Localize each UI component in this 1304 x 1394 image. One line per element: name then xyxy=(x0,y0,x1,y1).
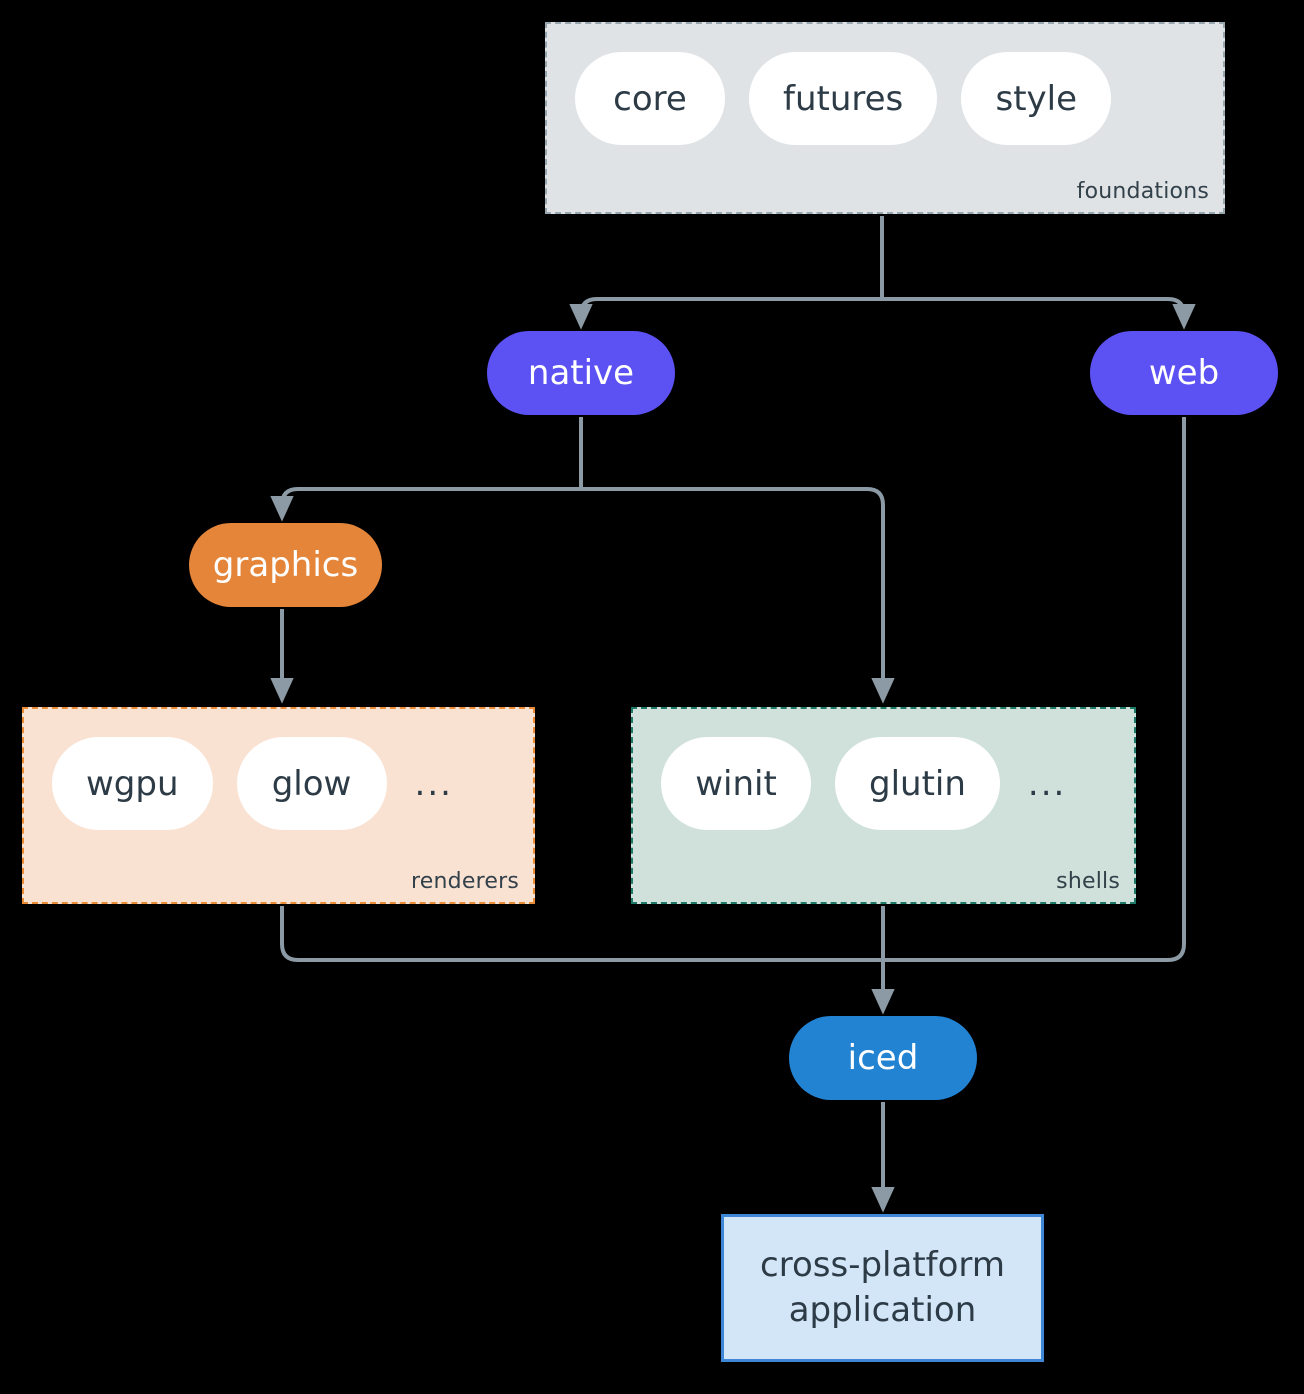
node-graphics[interactable]: graphics xyxy=(189,523,382,607)
group-label-foundations: foundations xyxy=(1076,179,1209,204)
node-native[interactable]: native xyxy=(487,331,675,415)
pill-style[interactable]: style xyxy=(961,52,1112,145)
application-line-1: cross-platform xyxy=(760,1245,1005,1286)
renderers-items: wgpu glow ... xyxy=(24,709,453,830)
group-label-shells: shells xyxy=(1056,869,1120,894)
foundations-items: core futures style xyxy=(547,24,1112,145)
shells-items: winit glutin ... xyxy=(633,709,1066,830)
pill-glow[interactable]: glow xyxy=(236,737,387,830)
pill-winit[interactable]: winit xyxy=(661,737,811,830)
edge-foundations-split xyxy=(569,216,1196,330)
group-label-renderers: renderers xyxy=(411,869,519,894)
group-renderers: wgpu glow ... renderers xyxy=(22,707,535,904)
pill-futures[interactable]: futures xyxy=(749,52,938,145)
pill-core[interactable]: core xyxy=(575,52,725,145)
pill-wgpu[interactable]: wgpu xyxy=(52,737,213,830)
node-web[interactable]: web xyxy=(1090,331,1278,415)
node-iced[interactable]: iced xyxy=(789,1016,977,1100)
renderers-overflow-ellipsis: ... xyxy=(414,763,453,804)
pill-glutin[interactable]: glutin xyxy=(835,737,1000,830)
group-foundations: core futures style foundations xyxy=(545,22,1225,214)
application-line-2: application xyxy=(788,1290,977,1330)
group-shells: winit glutin ... shells xyxy=(631,707,1136,904)
node-cross-platform-application[interactable]: cross-platform application xyxy=(721,1214,1044,1362)
shells-overflow-ellipsis: ... xyxy=(1027,763,1067,804)
